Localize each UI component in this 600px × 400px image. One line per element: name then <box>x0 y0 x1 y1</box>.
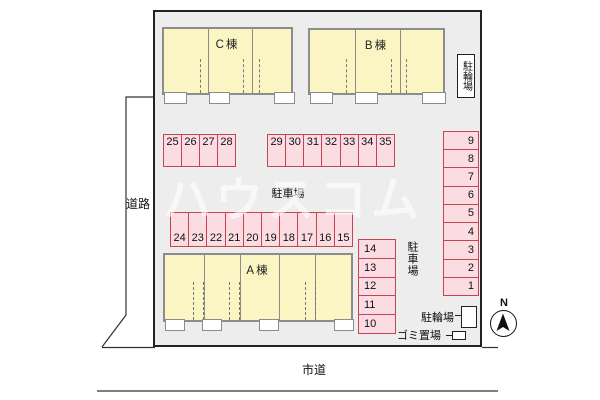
entrance-porch <box>202 319 222 331</box>
entrance-porch <box>165 319 185 331</box>
unit-divider <box>240 255 241 320</box>
building-a-label: A棟 <box>246 265 270 277</box>
parking-space-7: 7 <box>444 167 478 186</box>
parking-space-9: 9 <box>444 132 478 150</box>
stair-dashed-line <box>229 282 230 320</box>
parking-space-8: 8 <box>444 149 478 168</box>
compass-icon <box>490 310 517 337</box>
stair-dashed-line <box>243 59 244 93</box>
parking-space-34: 34 <box>357 135 376 166</box>
unit-divider <box>400 30 401 93</box>
parking-space-14: 14 <box>359 240 395 258</box>
parking-space-10: 10 <box>359 314 395 333</box>
parking-space-27: 27 <box>199 135 217 166</box>
bicycle-parking-bottom-label: 駐輪場 <box>421 312 454 324</box>
stair-dashed-line <box>406 59 407 93</box>
parking-space-13: 13 <box>359 257 395 277</box>
leader-line <box>455 315 462 316</box>
garbage-area-label: ゴミ置場 <box>397 330 441 342</box>
parking-space-15: 15 <box>333 213 353 246</box>
parking-space-22: 22 <box>206 213 225 246</box>
entrance-porch <box>310 92 333 104</box>
parking-space-6: 6 <box>444 185 478 204</box>
parking-space-23: 23 <box>188 213 207 246</box>
parking-space-26: 26 <box>181 135 199 166</box>
leader-line <box>446 335 452 336</box>
stair-dashed-line <box>315 282 316 320</box>
entrance-porch <box>355 92 378 104</box>
bicycle-parking-top: 駐輪場 <box>457 54 475 98</box>
parking-space-20: 20 <box>242 213 262 246</box>
parking-lot-label: 駐車場 <box>271 188 305 200</box>
building-c: C棟 <box>162 27 295 104</box>
parking-space-25: 25 <box>164 135 181 166</box>
bicycle-parking-top-label: 駐輪場 <box>460 61 472 91</box>
parking-space-16: 16 <box>315 213 334 246</box>
parking-side-label: 駐車場 <box>406 241 418 277</box>
building-c-label: C棟 <box>215 39 240 51</box>
building-b-label: B棟 <box>364 40 389 52</box>
compass-needle-icon <box>496 313 510 331</box>
road-left-label: 道路 <box>126 197 151 211</box>
stair-dashed-line <box>346 59 347 93</box>
entrance-porch <box>164 92 187 104</box>
parking-space-31: 31 <box>303 135 322 166</box>
stair-dashed-line <box>239 282 240 320</box>
entrance-porch <box>259 319 279 331</box>
building-a: A棟 <box>163 253 354 331</box>
stair-dashed-line <box>200 59 201 93</box>
parking-space-11: 11 <box>359 295 395 315</box>
garbage-area-box <box>452 331 466 340</box>
stair-dashed-line <box>259 59 260 93</box>
unit-divider <box>355 30 356 93</box>
parking-space-1: 1 <box>444 276 478 295</box>
unit-divider <box>208 29 209 93</box>
parking-space-35: 35 <box>375 135 394 166</box>
parking-space-19: 19 <box>261 213 280 246</box>
parking-space-29: 29 <box>268 135 286 166</box>
parking-space-33: 33 <box>339 135 358 166</box>
stair-dashed-line <box>305 282 306 320</box>
parking-space-30: 30 <box>285 135 304 166</box>
parking-space-24: 24 <box>171 213 189 246</box>
parking-space-17: 17 <box>297 213 316 246</box>
parking-space-21: 21 <box>224 213 243 246</box>
parking-space-28: 28 <box>217 135 235 166</box>
building-b: B棟 <box>308 28 446 104</box>
parking-space-32: 32 <box>321 135 340 166</box>
bicycle-parking-bottom-box <box>461 306 477 328</box>
compass-north-label: N <box>500 297 508 309</box>
entrance-porch <box>334 319 354 331</box>
unit-divider <box>204 255 205 320</box>
entrance-porch <box>209 92 230 104</box>
stair-dashed-line <box>391 59 392 93</box>
parking-space-18: 18 <box>279 213 298 246</box>
stair-dashed-line <box>203 282 204 320</box>
entrance-porch <box>422 92 446 104</box>
unit-divider <box>252 29 253 93</box>
parking-space-2: 2 <box>444 258 478 277</box>
parking-space-5: 5 <box>444 203 478 223</box>
road-bottom-label: 市道 <box>301 363 326 377</box>
parking-space-3: 3 <box>444 240 478 259</box>
parking-space-4: 4 <box>444 222 478 241</box>
stair-dashed-line <box>193 282 194 320</box>
parking-space-12: 12 <box>359 276 395 296</box>
entrance-porch <box>274 92 295 104</box>
unit-divider <box>279 255 280 320</box>
